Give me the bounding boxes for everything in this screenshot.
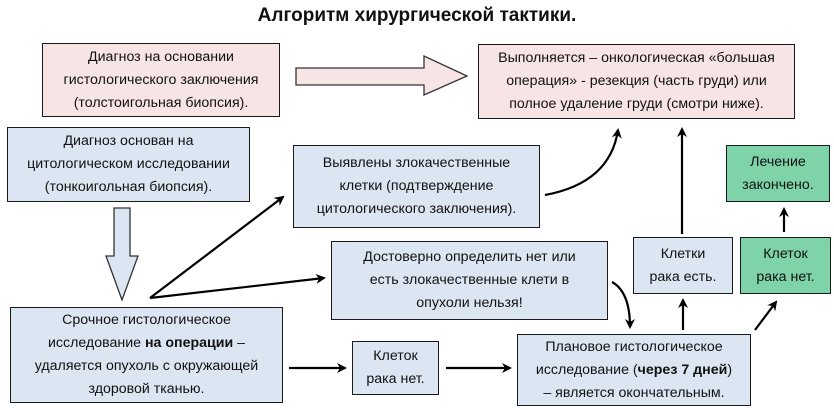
arrow-planned-to-no-cancer-2 (754, 300, 778, 331)
node-text-line: рака нет. (366, 371, 425, 387)
node-planned-histology: Плановое гистологическое исследование (ч… (517, 334, 751, 406)
node-text-line: Диагноз основан на (63, 133, 194, 149)
node-text-line: – является окончательным. (543, 384, 725, 401)
node-text-line: Срочное гистологическое (62, 312, 231, 328)
node-text-line: здоровой тканью. (88, 381, 205, 397)
node-text-line: Выполняется – онкологическая «большая (498, 50, 775, 66)
node-text-emphasis: через 7 дней (637, 361, 728, 378)
node-cytology-diagnosis: Диагноз основан на цитологическом исслед… (7, 127, 250, 202)
arrow-undetermined-to-planned (611, 281, 635, 329)
node-text-segment: исследование ( (535, 361, 638, 378)
node-text-line: есть злокачественные клети в (369, 272, 570, 288)
diagram-title: Алгоритм хирургической тактики. (257, 5, 577, 26)
node-text-line: Диагноз на основании (88, 48, 234, 65)
node-text-line: клетки (подтверждение (339, 178, 494, 194)
node-text-segment: исследование (47, 335, 145, 351)
node-big-operation: Выполняется – онкологическая «большая оп… (478, 44, 795, 119)
node-text-line: полное удаление груди (смотри ниже). (509, 96, 764, 112)
node-text-line: цитологическом исследовании (27, 156, 230, 172)
node-text-line: исследование на операции – (35, 332, 259, 355)
node-text-line: гистологического заключения (63, 71, 259, 88)
node-urgent-histology: Срочное гистологическое исследование на … (10, 307, 283, 403)
node-no-cancer-cells-2: Клеток рака нет. (740, 237, 831, 294)
node-text-line: Лечение (750, 153, 806, 170)
node-text-line: закончено. (742, 176, 814, 193)
node-text-line: рака есть. (649, 268, 717, 285)
node-text-line: Клетки (660, 245, 706, 262)
node-treatment-finished: Лечение закончено. (726, 145, 830, 202)
arrow-malignant-to-operation (544, 128, 622, 197)
node-undetermined: Достоверно определить нет или есть злока… (331, 241, 608, 320)
node-cancer-cells-present: Клетки рака есть. (633, 237, 733, 294)
node-histology-diagnosis: Диагноз на основании гистологического за… (42, 43, 280, 117)
node-text-line: Достоверно определить нет или (363, 249, 576, 265)
node-text-line: (тонкоигольная биопсия). (44, 179, 213, 195)
node-text-line: цитологического заключения). (316, 201, 517, 217)
block-arrow-down (105, 207, 139, 302)
arrow-urgent-to-malignant (149, 195, 285, 299)
node-text-line: операция» - резекция (часть груди) или (506, 73, 767, 89)
node-text-line: рака нет. (756, 268, 815, 285)
node-text-line: Выявлены злокачественные (322, 155, 511, 171)
node-malignant-found: Выявлены злокачественные клетки (подтвер… (293, 145, 540, 228)
node-text-line: (толстоигольная биопсия). (73, 94, 249, 111)
node-text-line: исследование (через 7 дней) (536, 359, 732, 382)
arrow-urgent-to-undetermined (149, 273, 326, 300)
node-text-line: Плановое гистологическое (545, 338, 723, 355)
node-text-emphasis: на операции (144, 335, 234, 351)
block-arrow-right (295, 54, 469, 96)
node-text-line: Клеток (373, 348, 418, 364)
node-text-segment: ) (727, 361, 733, 378)
node-text-line: опухоли нельзя! (416, 295, 523, 311)
node-no-cancer-cells-1: Клеток рака нет. (352, 341, 439, 395)
node-text-segment: – (233, 335, 246, 351)
node-text-line: удаляется опухоль с окружающей (34, 358, 259, 374)
node-text-line: Клеток (763, 245, 808, 262)
